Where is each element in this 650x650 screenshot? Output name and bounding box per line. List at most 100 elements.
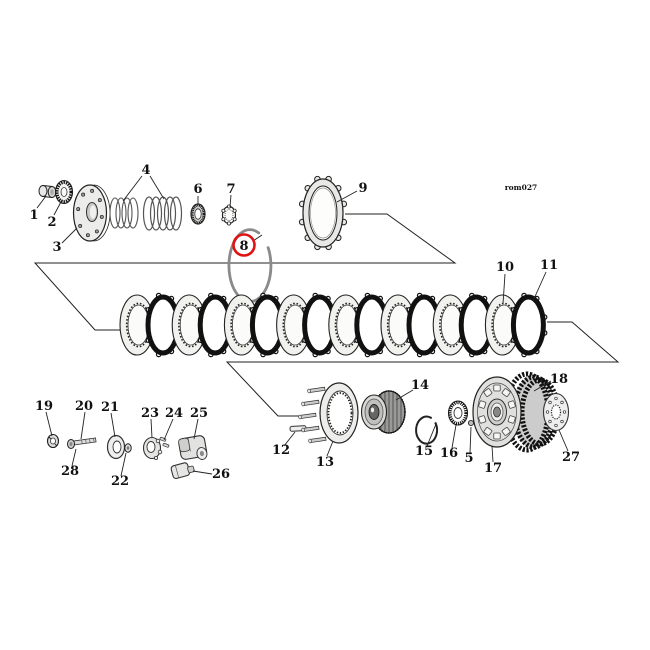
callout-8: 8: [239, 239, 248, 254]
leader-line: [80, 411, 86, 440]
steel-plate: [458, 292, 496, 358]
part-19-nut: [46, 433, 60, 449]
part-27-holes: [545, 396, 567, 428]
callout-23: 23: [141, 406, 159, 421]
part-13-studs: [298, 386, 327, 444]
part-20-screw: [67, 437, 97, 449]
part-26-lever-foot: [170, 462, 195, 480]
spring-b: [142, 196, 183, 231]
leader-line: [532, 271, 547, 302]
callout-27: 27: [562, 450, 580, 465]
highlight-circle: [232, 233, 256, 257]
part-3-bolt-holes: [76, 188, 104, 238]
callout-24: 24: [165, 406, 183, 421]
leader-line: [149, 175, 165, 200]
callout-26: 26: [212, 467, 230, 482]
callout-2: 2: [47, 215, 56, 230]
callouts: 1 2 3 4 6 7 8 9 10 11 12 13 14 15 16 5 1…: [29, 163, 580, 489]
leader-line: [36, 195, 47, 209]
leader-line: [283, 431, 296, 447]
leader-line: [122, 175, 143, 202]
part-27-retainer-plate: [542, 392, 570, 432]
callout-22: 22: [111, 474, 129, 489]
leader-line: [326, 440, 334, 457]
callout-11: 11: [540, 258, 558, 273]
leader-line: [150, 418, 153, 439]
callout-12: 12: [272, 443, 290, 458]
callout-10: 10: [496, 260, 514, 275]
leader-line: [120, 452, 127, 477]
part-1-adjuster-screw: [38, 184, 57, 199]
callout-19: 19: [35, 399, 53, 414]
leader-line: [163, 418, 174, 441]
callout-1: 1: [29, 208, 38, 223]
callout-14: 14: [411, 378, 429, 393]
callout-15: 15: [415, 444, 433, 459]
leader-line: [192, 470, 213, 475]
leader-line: [71, 448, 77, 467]
callout-25: 25: [190, 406, 208, 421]
callout-7: 7: [226, 182, 235, 197]
part-25-release-lever: [178, 435, 208, 460]
part-9-releasing-disc: [298, 175, 348, 251]
highlight-annotation: [232, 233, 263, 257]
leader-line: [558, 429, 569, 452]
part-2-bearing: [54, 179, 74, 205]
leader-line: [491, 445, 494, 463]
callout-6: 6: [193, 182, 202, 197]
part-6-nut: [190, 203, 206, 225]
leader-line: [469, 426, 472, 454]
leader-line: [61, 227, 78, 244]
part-14-clutch-drum-gear: [360, 390, 406, 434]
callout-20: 20: [75, 399, 93, 414]
friction-plate: [432, 294, 468, 356]
leader-line: [193, 418, 199, 440]
friction-plate: [328, 294, 364, 356]
watermark: rom027: [505, 183, 538, 192]
flow-lines: [33, 213, 620, 417]
part-16-bearing: [447, 400, 469, 426]
callout-9: 9: [358, 181, 367, 196]
callout-5: 5: [464, 451, 473, 466]
leader-line: [502, 273, 506, 305]
part-5-pin: [467, 419, 475, 427]
callout-18: 18: [550, 372, 568, 387]
part-4-springs: [109, 196, 183, 231]
part-23-lever-bracket: [142, 436, 163, 460]
leader-line: [395, 389, 414, 401]
part-3-pushrod-plate: [72, 184, 111, 242]
plate-stack: [119, 292, 548, 358]
flow-line-bottom: [225, 321, 620, 417]
callout-13: 13: [316, 455, 334, 470]
callout-3: 3: [52, 240, 61, 255]
leader-line: [426, 423, 437, 447]
leader-line: [53, 199, 63, 216]
part-17-slots: [478, 384, 516, 440]
part-15-snap-ring: [415, 415, 439, 445]
flow-line-top: [33, 213, 457, 331]
leader-line: [451, 424, 457, 449]
part-8-snap-ring: [227, 228, 273, 304]
part-17-clutch-shell: [472, 371, 561, 453]
callout-17: 17: [484, 461, 502, 476]
leader-line: [533, 380, 552, 392]
part-24-pins: [159, 436, 170, 448]
spring-a: [109, 197, 139, 229]
leader-line: [229, 194, 232, 208]
leader-line: [45, 411, 53, 437]
callout-21: 21: [101, 400, 119, 415]
part-22-spacer: [124, 443, 132, 453]
leader-line: [110, 412, 116, 438]
part-21-washer: [106, 434, 126, 460]
part-7-bumps: [221, 204, 237, 226]
callout-28: 28: [61, 464, 79, 479]
part-7-retainer-clip: [221, 204, 237, 226]
callout-4: 4: [141, 163, 150, 178]
leader-lines: [36, 175, 569, 477]
callout-16: 16: [440, 446, 458, 461]
friction-plate: [223, 294, 259, 356]
steel-plate: [510, 292, 548, 358]
leader-line: [336, 190, 358, 203]
